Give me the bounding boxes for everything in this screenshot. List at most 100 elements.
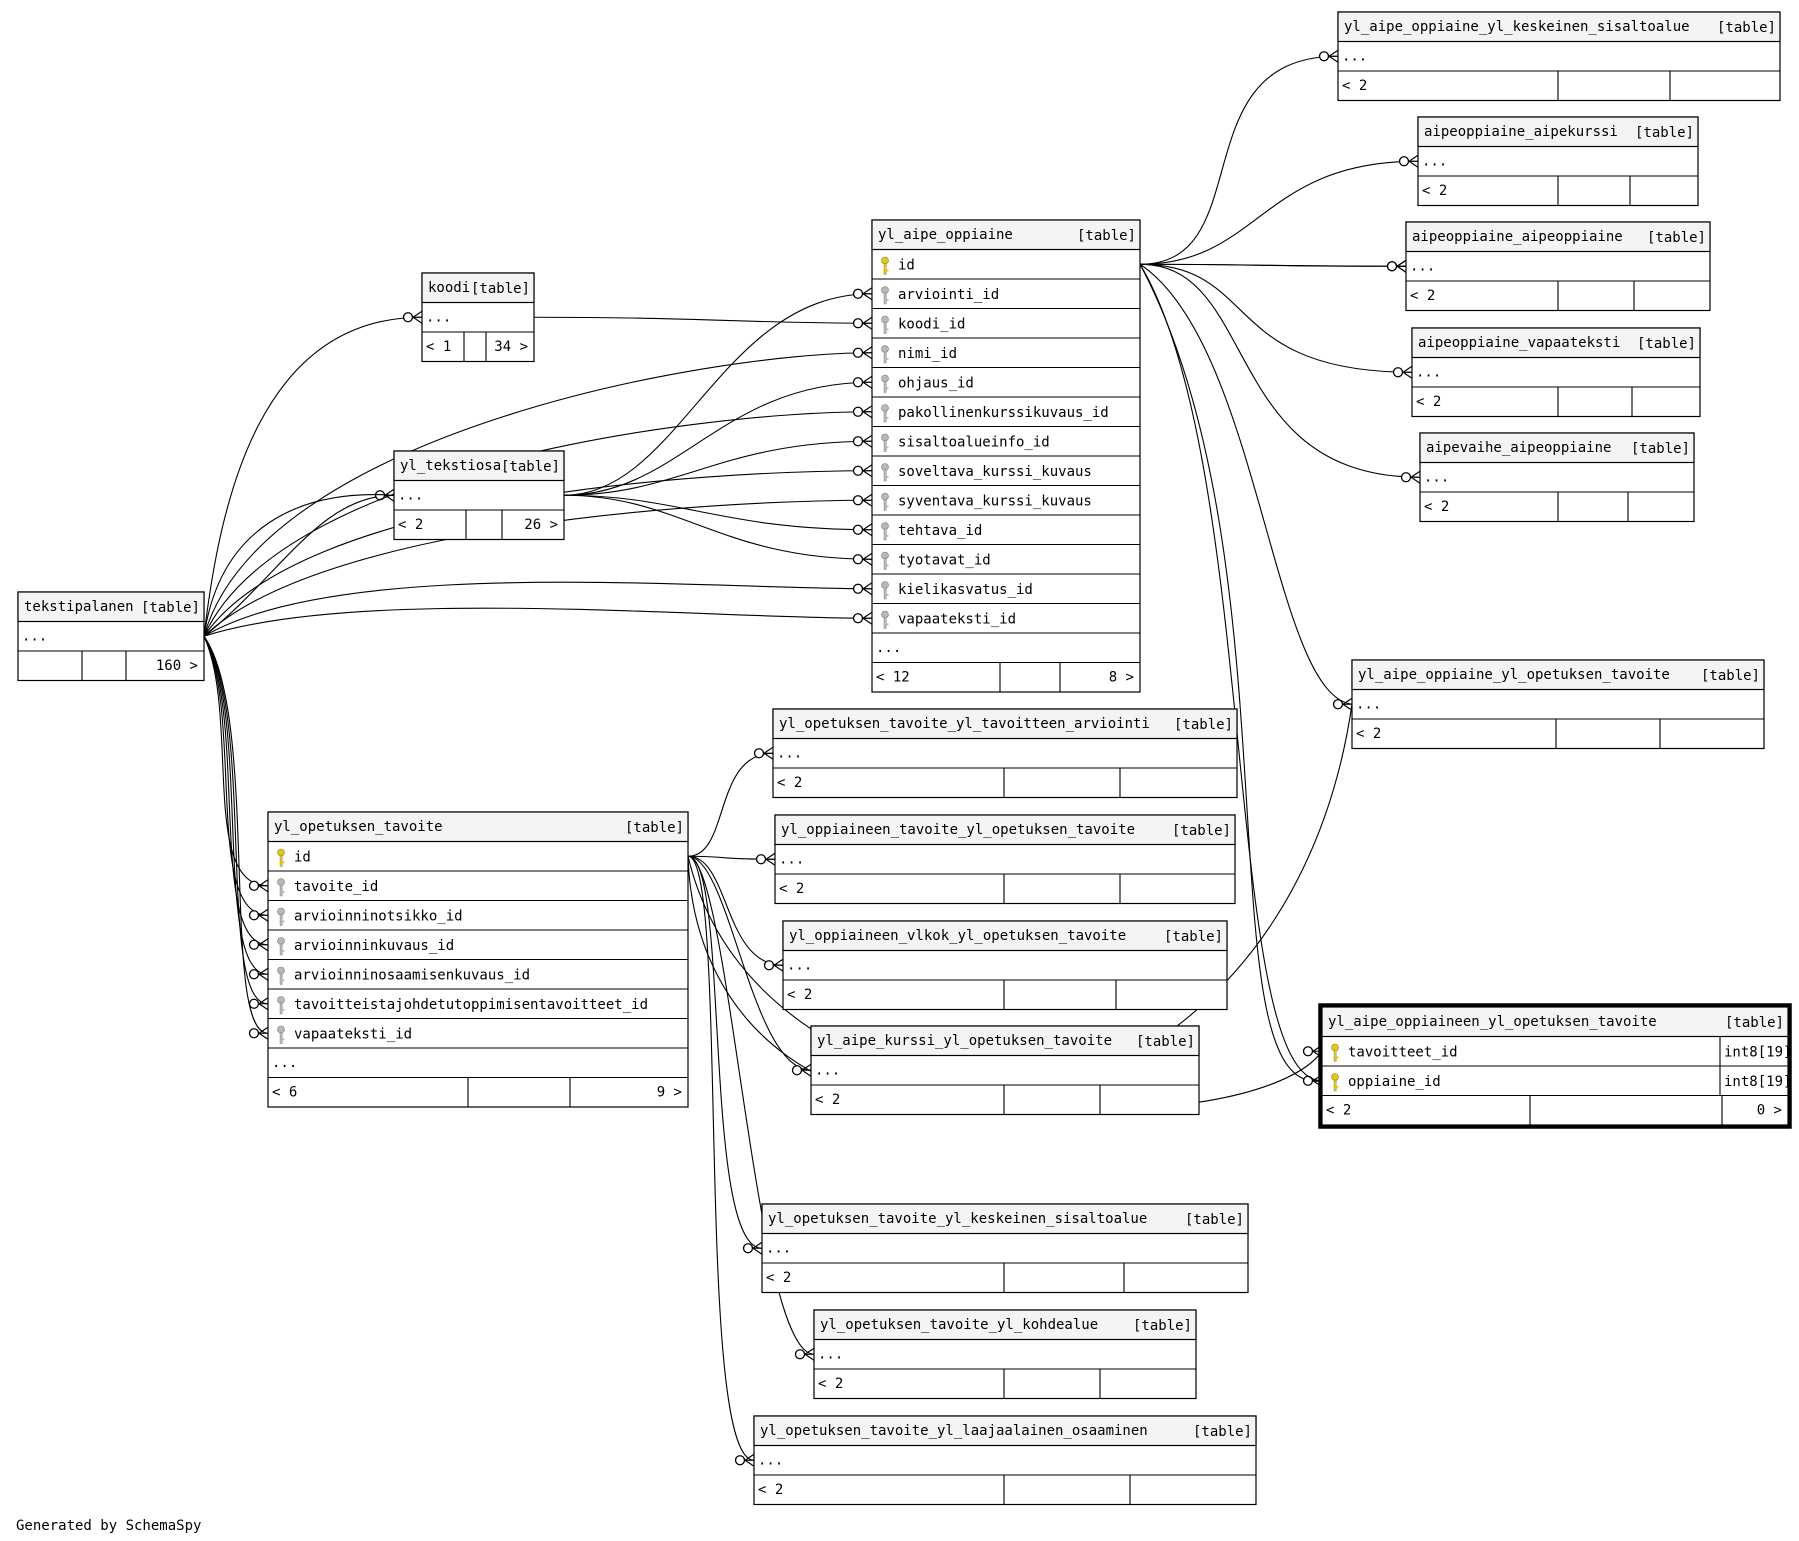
- crowfoot-marker: [1332, 697, 1353, 711]
- crowfoot-marker: [734, 1453, 755, 1467]
- footer-text: Generated by SchemaSpy: [16, 1518, 201, 1534]
- table-aipekurssi[interactable]: aipeoppiaine_aipekurssi[table]...< 2: [1417, 116, 1699, 207]
- column-name: tyotavat_id: [898, 553, 991, 569]
- relationship-line: [687, 855, 784, 966]
- crowfoot-marker: [402, 310, 423, 324]
- relationship-line: [1139, 263, 1353, 705]
- table-kohdealue[interactable]: yl_opetuksen_tavoite_yl_kohdealue[table]…: [813, 1309, 1197, 1400]
- more-columns: ...: [818, 1347, 843, 1363]
- relationship-line: [1139, 55, 1339, 265]
- more-columns: ...: [398, 488, 423, 504]
- table-name: yl_aipe_kurssi_yl_opetuksen_tavoite: [817, 1033, 1112, 1049]
- relationship-line: [203, 636, 269, 916]
- table-tag: [table]: [625, 820, 684, 836]
- column-name: kielikasvatus_id: [898, 582, 1033, 598]
- more-columns: ...: [1416, 365, 1441, 381]
- foreign-key-icon: [881, 492, 889, 511]
- table-oppiaineen_tavoite[interactable]: yl_oppiaineen_tavoite_yl_opetuksen_tavoi…: [774, 814, 1236, 905]
- table-vlkok[interactable]: yl_oppiaineen_vlkok_yl_opetuksen_tavoite…: [782, 920, 1228, 1011]
- parents-count: < 2: [1326, 1103, 1351, 1119]
- primary-key-icon: [1331, 1043, 1339, 1062]
- table-arviointi[interactable]: yl_opetuksen_tavoite_yl_tavoitteen_arvio…: [772, 708, 1238, 799]
- relationship-line: [1139, 263, 1323, 1082]
- table-tag: [table]: [471, 281, 530, 297]
- crowfoot-marker: [852, 493, 873, 507]
- children-count: 160 >: [156, 658, 198, 674]
- foreign-key-icon: [881, 463, 889, 482]
- table-tag: [table]: [1725, 1015, 1784, 1031]
- crowfoot-marker: [852, 316, 873, 330]
- relationship-line: [1139, 263, 1407, 267]
- column-name: nimi_id: [898, 346, 957, 362]
- relationship-line: [203, 494, 395, 637]
- table-tekstipalanen[interactable]: tekstipalanen[table]...160 >: [17, 591, 205, 682]
- table-tag: [table]: [1174, 717, 1233, 733]
- crowfoot-marker: [852, 611, 873, 625]
- more-columns: ...: [758, 1453, 783, 1469]
- table-keskeinen[interactable]: yl_aipe_oppiaine_yl_keskeinen_sisaltoalu…: [1337, 11, 1781, 102]
- relationship-line: [203, 352, 873, 637]
- relationship-line: [563, 440, 873, 496]
- primary-key-icon: [1331, 1073, 1339, 1092]
- table-tag: [table]: [1635, 125, 1694, 141]
- relationship-line: [563, 293, 873, 496]
- crowfoot-marker: [248, 967, 269, 981]
- crowfoot-marker: [852, 346, 873, 360]
- relationship-line: [203, 494, 395, 637]
- table-laaja[interactable]: yl_opetuksen_tavoite_yl_laajaalainen_osa…: [753, 1415, 1257, 1506]
- table-oppiaine_tavoite[interactable]: yl_aipe_oppiaine_yl_opetuksen_tavoite[ta…: [1351, 659, 1765, 750]
- crowfoot-marker: [1386, 259, 1407, 273]
- crowfoot-marker: [852, 405, 873, 419]
- more-columns: ...: [1342, 49, 1367, 65]
- foreign-key-icon: [277, 878, 285, 897]
- relationship-line: [203, 581, 873, 637]
- table-tag: [table]: [1631, 441, 1690, 457]
- table-aipevaihe[interactable]: aipevaihe_aipeoppiaine[table]...< 2: [1419, 432, 1695, 523]
- column-name: tavoitteistajohdetutoppimisentavoitteet_…: [294, 997, 648, 1013]
- parents-count: < 2: [1424, 499, 1449, 515]
- table-tag: [table]: [1637, 336, 1696, 352]
- table-tavoite[interactable]: yl_opetuksen_tavoite[table]idtavoite_ida…: [267, 811, 689, 1108]
- crowfoot-marker: [248, 1026, 269, 1040]
- relationship-line: [563, 494, 873, 531]
- table-focus[interactable]: yl_aipe_oppiaineen_yl_opetuksen_tavoite […: [1318, 1003, 1792, 1129]
- relationship-line: [1139, 263, 1413, 373]
- table-name: yl_aipe_oppiaineen_yl_opetuksen_tavoite: [1328, 1014, 1657, 1030]
- crowfoot-marker: [794, 1347, 815, 1361]
- table-name: yl_aipe_oppiaine: [878, 227, 1013, 243]
- children-count: 26 >: [524, 517, 558, 533]
- table-kohde_keskeinen[interactable]: yl_opetuksen_tavoite_yl_keskeinen_sisalt…: [761, 1203, 1249, 1294]
- foreign-key-icon: [881, 610, 889, 629]
- parents-count: < 6: [272, 1085, 297, 1101]
- table-name: yl_aipe_oppiaine_yl_opetuksen_tavoite: [1358, 667, 1670, 683]
- table-name: yl_aipe_oppiaine_yl_keskeinen_sisaltoalu…: [1344, 19, 1690, 35]
- table-kurssi[interactable]: yl_aipe_kurssi_yl_opetuksen_tavoite[tabl…: [810, 1025, 1200, 1116]
- more-columns: ...: [876, 640, 901, 656]
- crowfoot-marker: [852, 287, 873, 301]
- more-columns: ...: [272, 1055, 297, 1071]
- foreign-key-icon: [881, 404, 889, 423]
- table-name: koodi: [428, 280, 470, 296]
- parents-count: < 2: [1356, 726, 1381, 742]
- table-aipeoppiaine[interactable]: aipeoppiaine_aipeoppiaine[table]...< 2: [1405, 221, 1711, 312]
- foreign-key-icon: [881, 374, 889, 393]
- table-name: yl_opetuksen_tavoite: [274, 819, 443, 835]
- table-name: yl_oppiaineen_tavoite_yl_opetuksen_tavoi…: [781, 822, 1135, 838]
- relationship-line: [203, 635, 269, 1005]
- table-tag: [table]: [1185, 1212, 1244, 1228]
- table-tag: [table]: [1647, 230, 1706, 246]
- crowfoot-marker: [852, 582, 873, 596]
- table-vapaateksti[interactable]: aipeoppiaine_vapaateksti[table]...< 2: [1411, 327, 1701, 418]
- more-columns: ...: [1356, 697, 1381, 713]
- table-oppiaine[interactable]: yl_aipe_oppiaine[table]idarviointi_idkoo…: [871, 219, 1141, 693]
- table-tag: [table]: [1077, 228, 1136, 244]
- column-name: oppiaine_id: [1348, 1074, 1441, 1090]
- crowfoot-marker: [852, 464, 873, 478]
- table-tag: [table]: [1172, 823, 1231, 839]
- column-name: arvioinninkuvaus_id: [294, 938, 454, 954]
- parents-count: < 2: [779, 881, 804, 897]
- parents-count: < 2: [815, 1092, 840, 1108]
- parents-count: < 2: [758, 1482, 783, 1498]
